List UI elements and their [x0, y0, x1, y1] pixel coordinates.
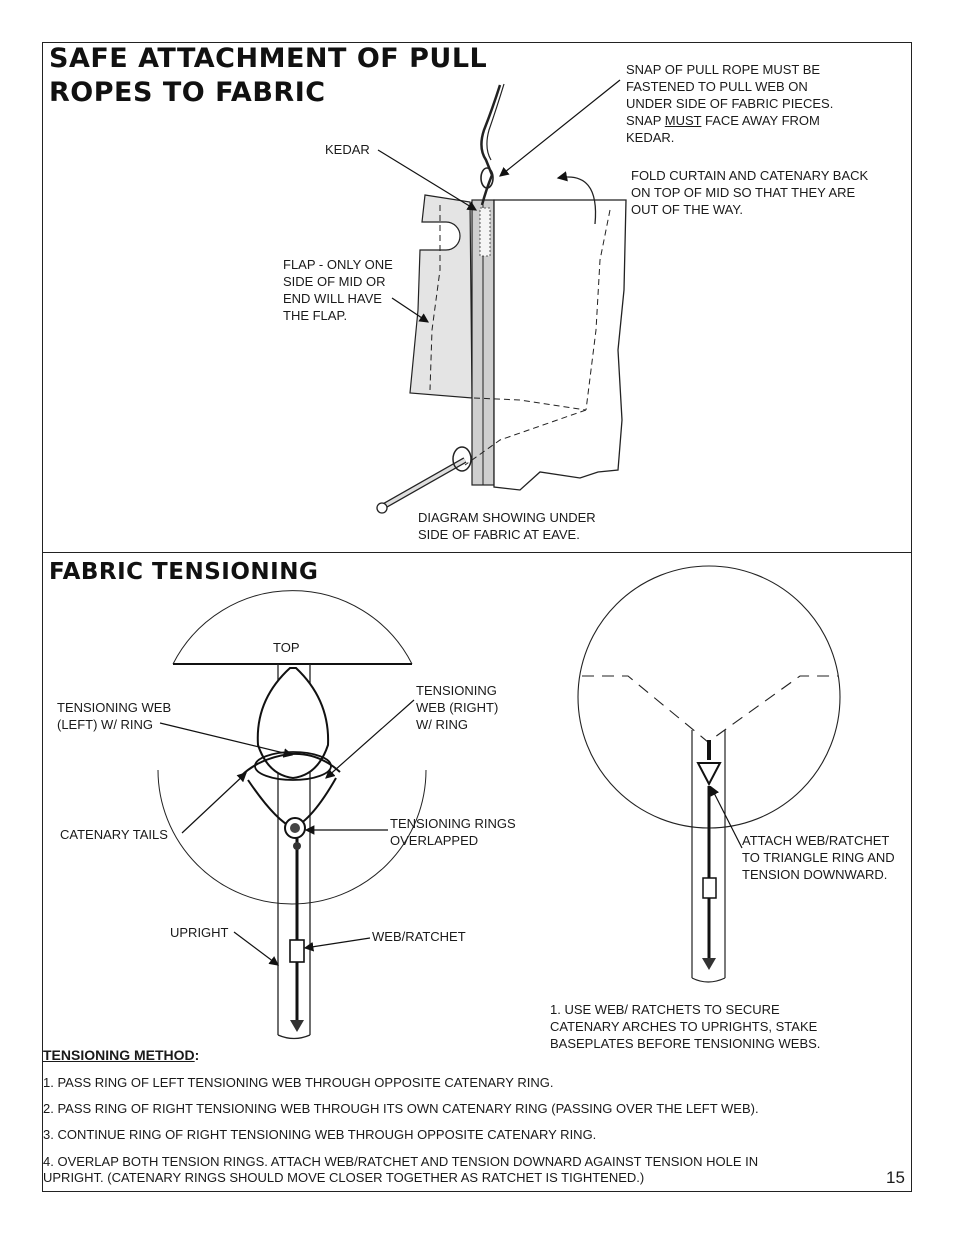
web-left-label: TENSIONING WEB (LEFT) W/ RING: [57, 700, 172, 732]
method-step: 1. PASS RING OF LEFT TENSIONING WEB THRO…: [43, 1075, 554, 1090]
fabric-flap: [409, 194, 473, 399]
attach-note: ATTACH WEB/RATCHET TO TRIANGLE RING AND …: [742, 833, 895, 882]
snap-note: SNAP OF PULL ROPE MUST BE FASTENED TO PU…: [626, 62, 834, 145]
upright-tube-right: [691, 730, 726, 978]
upright-label: UPRIGHT: [170, 925, 229, 940]
method-heading: TENSIONING METHOD:: [43, 1047, 200, 1063]
diagram-caption: DIAGRAM SHOWING UNDER SIDE OF FABRIC AT …: [418, 510, 596, 542]
fabric-panel: [493, 199, 627, 491]
method-step: 4. OVERLAP BOTH TENSION RINGS. ATTACH WE…: [43, 1154, 759, 1185]
kedar-label: KEDAR: [325, 142, 370, 157]
pull-rope-snap: [480, 84, 502, 206]
page-number: 15: [886, 1168, 905, 1187]
section-divider: [42, 552, 912, 553]
tensioning-title: FABRIC TENSIONING: [49, 559, 319, 585]
method-step: 2. PASS RING OF RIGHT TENSIONING WEB THR…: [43, 1101, 759, 1116]
web-ratchet-label: WEB/RATCHET: [372, 929, 466, 944]
web-right-label: TENSIONING WEB (RIGHT) W/ RING: [416, 683, 499, 732]
fold-note: FOLD CURTAIN AND CATENARY BACK ON TOP OF…: [631, 168, 869, 217]
method-step: 3. CONTINUE RING OF RIGHT TENSIONING WEB…: [43, 1127, 597, 1142]
page-frame: [42, 42, 912, 1192]
flap-note: FLAP - ONLY ONE SIDE OF MID OR END WILL …: [283, 257, 393, 323]
attachment-title: SAFE ATTACHMENT OF PULL ROPES TO FABRIC: [49, 43, 488, 108]
catenary-tails-label: CATENARY TAILS: [60, 827, 168, 842]
rings-overlapped-label: TENSIONING RINGS OVERLAPPED: [390, 816, 516, 848]
top-label: TOP: [273, 640, 300, 655]
note-1: 1. USE WEB/ RATCHETS TO SECURE CATENARY …: [550, 1002, 821, 1051]
